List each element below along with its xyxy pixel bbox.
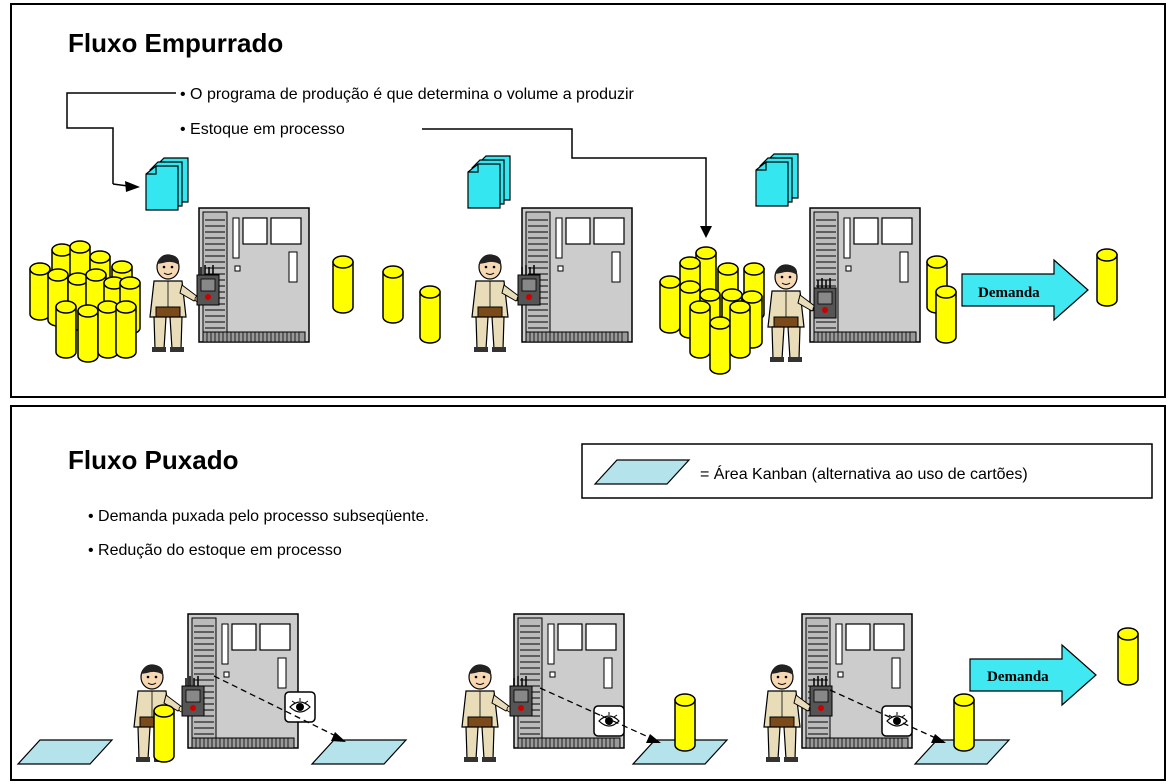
eye-kanban-icon: [593, 705, 625, 737]
schedule-arrowhead: [125, 181, 140, 192]
cylinder-icon: [382, 265, 404, 324]
cylinder-icon: [419, 285, 441, 344]
push-demand-label: Demanda: [978, 285, 1040, 301]
cylinder-icon: [1096, 248, 1118, 307]
pull-demand-label: Demanda: [987, 669, 1049, 685]
schedule-connector-line: [66, 92, 176, 184]
kanban-signal-line: [539, 687, 656, 741]
cylinder-icon: [953, 693, 975, 752]
cylinder-icon: [674, 693, 696, 752]
pull-title: Fluxo Puxado: [68, 445, 238, 475]
wip-connector-line: [422, 128, 707, 228]
push-title: Fluxo Empurrado: [68, 28, 283, 58]
cylinder-icon: [332, 255, 354, 314]
eye-kanban-icon: [284, 691, 316, 723]
pull-bullet-2: • Redução do estoque em processo: [88, 542, 342, 559]
legend-text: = Área Kanban (alternativa ao uso de car…: [700, 464, 1028, 483]
wip-arrowhead: [700, 226, 712, 238]
push-bullet-1: • O programa de produção é que determina…: [180, 86, 635, 103]
kanban-signal-line: [213, 675, 341, 739]
pull-bullet-1: • Demanda puxada pelo processo subseqüen…: [88, 508, 429, 525]
cylinder-icon: [153, 704, 175, 763]
machine-icon: [809, 207, 921, 343]
push-bullet-2: • Estoque em processo: [180, 121, 345, 138]
cylinder-icon: [1117, 627, 1139, 686]
machine-icon: [187, 613, 299, 749]
cylinder-icon: [935, 285, 957, 344]
kanban-signal-line: [829, 689, 941, 741]
